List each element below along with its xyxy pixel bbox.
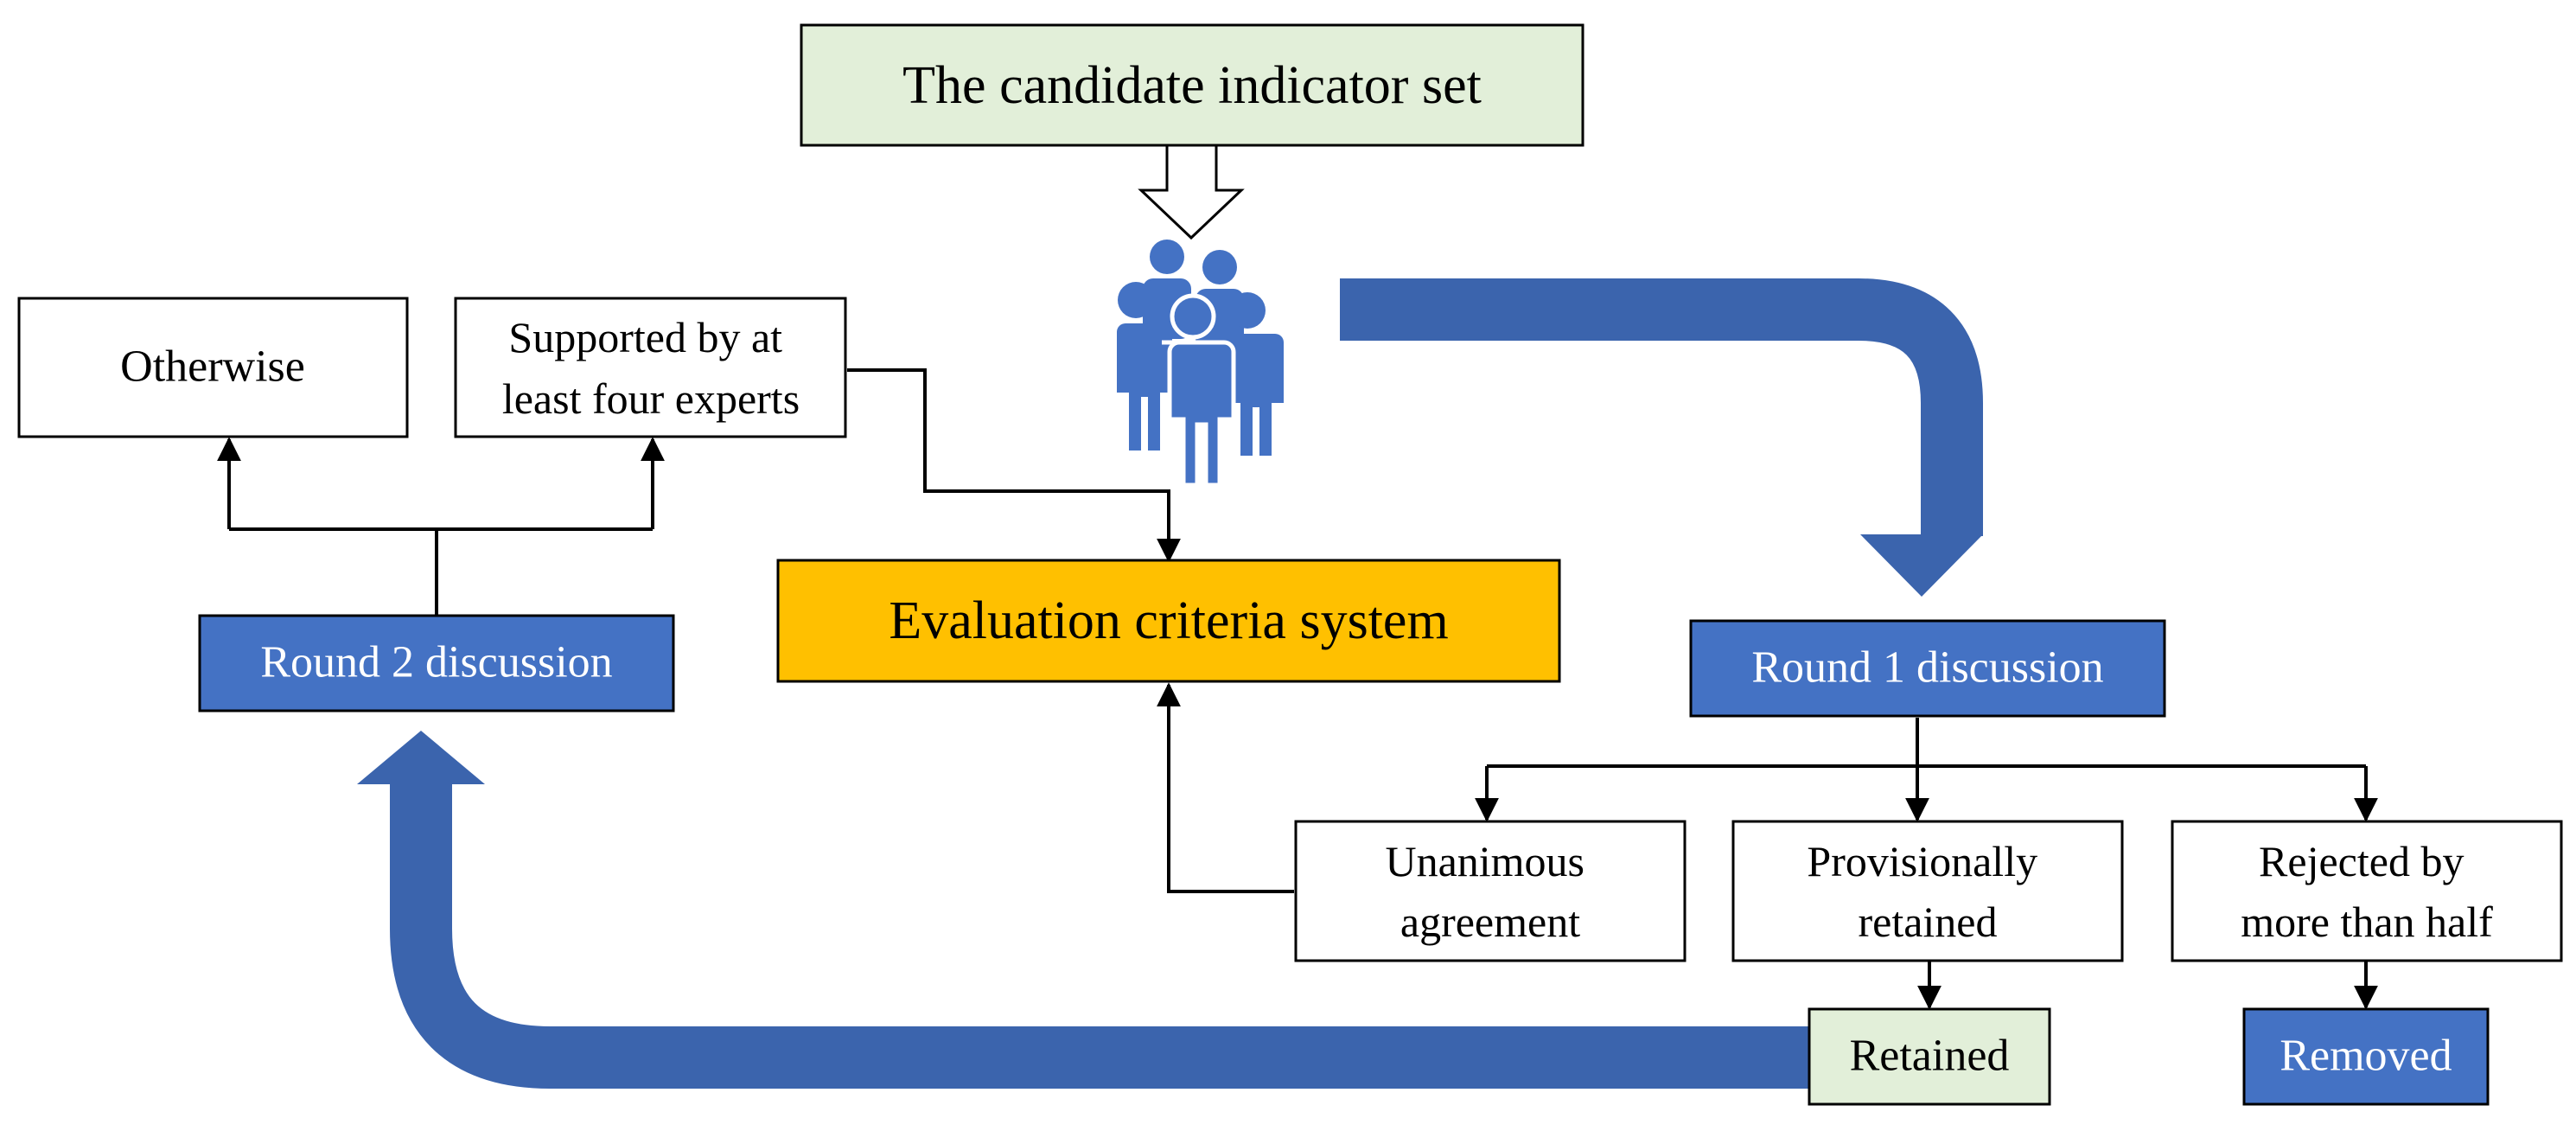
flow-arrow-to-round1 <box>1340 278 1983 536</box>
removed-label: Removed <box>2280 1032 2452 1081</box>
supported-line-1: Supported by at <box>508 313 782 361</box>
arrow-supported-to-evaluation <box>847 368 1181 563</box>
rejected-box <box>2171 820 2563 962</box>
supported-label: Supported by at least four experts <box>502 313 800 423</box>
flow-arrow-to-round1-head <box>1860 534 1983 597</box>
provisional-line-2: retained <box>1858 898 1997 946</box>
otherwise-label: Otherwise <box>120 342 305 392</box>
removed-box <box>2242 1007 2490 1106</box>
round1-label: Round 1 discussion <box>1751 643 2103 693</box>
provisional-line-1: Provisionally <box>1807 837 2037 885</box>
unanimous-line-1: Unanimous <box>1385 837 1584 885</box>
rejected-line-2: more than half <box>2241 898 2493 946</box>
candidate-set-label: The candidate indicator set <box>902 56 1482 115</box>
arrow-unanimous-to-evaluation <box>1157 682 1294 893</box>
provisional-label: Provisionally retained <box>1807 837 2048 946</box>
evaluation-system-box <box>776 559 1561 683</box>
round2-label: Round 2 discussion <box>260 638 612 687</box>
rejected-line-1: Rejected by <box>2259 837 2464 885</box>
provisional-box <box>1731 820 2124 962</box>
hollow-down-arrow <box>1138 144 1245 240</box>
flow-arrow-to-round2-head <box>357 731 485 784</box>
round2-box <box>198 614 675 712</box>
retained-box <box>1808 1007 2051 1106</box>
evaluation-system-label: Evaluation criteria system <box>889 591 1448 650</box>
unanimous-label: Unanimous agreement <box>1385 837 1595 946</box>
unanimous-line-2: agreement <box>1400 898 1580 946</box>
candidate-set-box <box>800 23 1584 147</box>
experts-group-icon <box>1108 240 1284 488</box>
unanimous-box <box>1294 820 1687 962</box>
round1-box <box>1689 619 2166 718</box>
supported-line-2: least four experts <box>502 374 800 423</box>
retained-label: Retained <box>1850 1032 2010 1081</box>
rejected-label: Rejected by more than half <box>2241 837 2493 946</box>
flow-arrow-to-round2 <box>390 783 1811 1089</box>
otherwise-box <box>17 297 409 438</box>
supported-box <box>454 297 847 438</box>
